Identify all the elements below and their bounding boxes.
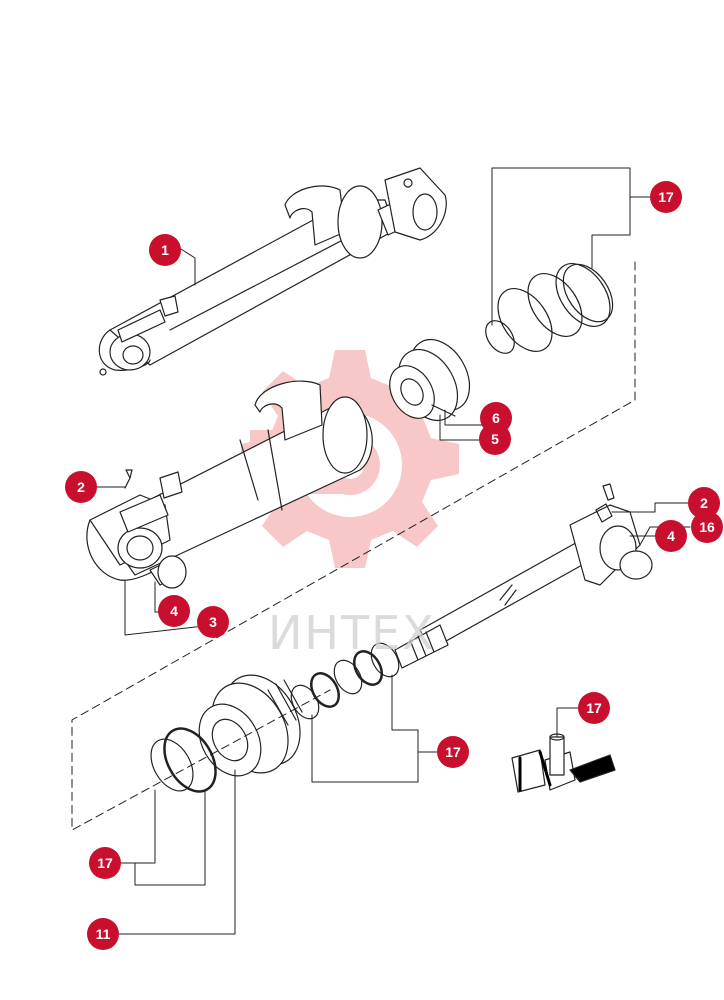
callout-17-seal-kit-top[interactable]: 17: [650, 181, 682, 213]
callout-16[interactable]: 16: [691, 511, 723, 543]
piston-rod: [394, 483, 653, 669]
callout-2[interactable]: 2: [65, 471, 97, 503]
cylinder-head: [198, 674, 303, 777]
callout-1[interactable]: 1: [149, 234, 181, 266]
piston: [389, 339, 471, 421]
assembled-cylinder: [98, 167, 447, 376]
callout-4-rod[interactable]: 4: [655, 520, 687, 552]
callout-11[interactable]: 11: [87, 918, 119, 950]
callout-6[interactable]: 6: [480, 402, 512, 434]
callout-17-seal-kit-mid[interactable]: 17: [437, 736, 469, 768]
seal-kit-top: [485, 263, 614, 354]
watermark-text: ИНТЕХ: [268, 606, 436, 660]
callout-17-seal-kit-bottom[interactable]: 17: [89, 847, 121, 879]
callout-3[interactable]: 3: [197, 606, 229, 638]
callout-4[interactable]: 4: [158, 595, 190, 627]
cylinder-barrel: [86, 380, 373, 589]
seal-kit-bottom: [150, 642, 400, 793]
installation-tool: [511, 733, 616, 793]
dashed-guides: [71, 261, 636, 831]
callout-17-tool[interactable]: 17: [578, 692, 610, 724]
